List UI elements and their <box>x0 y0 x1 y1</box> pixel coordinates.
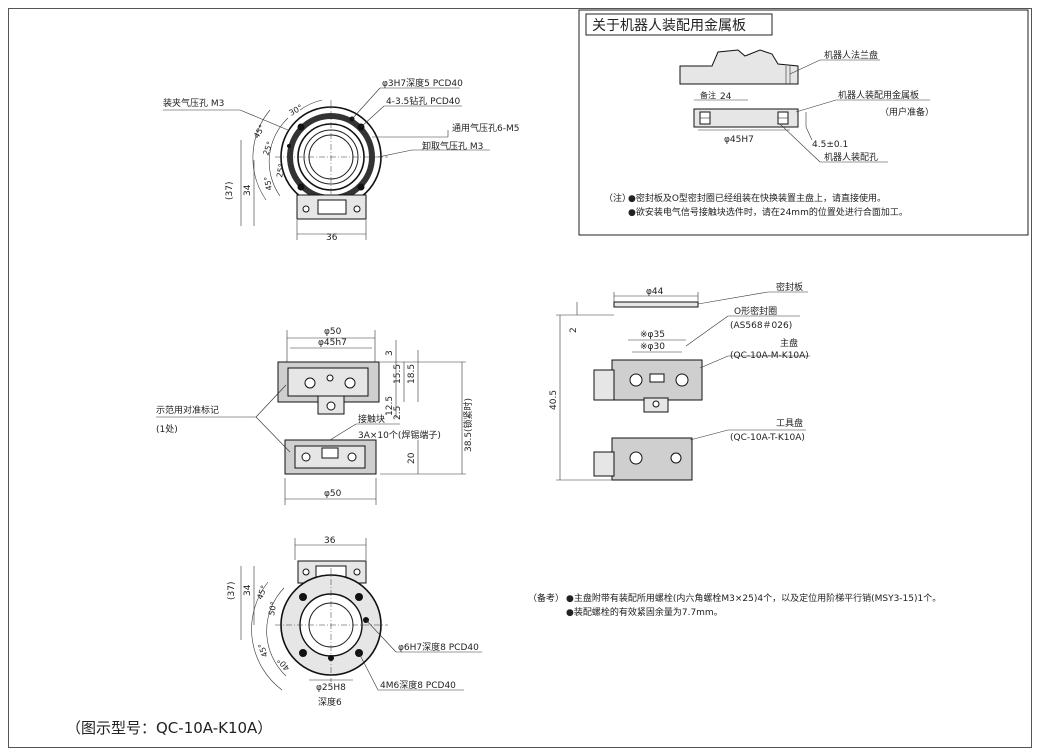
dim-24: 24 <box>720 92 732 102</box>
top-angle-25: 25° <box>261 140 274 156</box>
master-label: 主盘 <box>780 337 798 349</box>
side-dim-15-5: 15.5 <box>393 364 403 384</box>
top-angle-45: 45° <box>252 123 267 140</box>
tool-label: 工具盘 <box>776 417 803 429</box>
bottom-angle-45a: 45° <box>255 584 268 600</box>
seal-plate-shape <box>613 301 699 308</box>
section-dim-35: ※φ35 <box>640 330 665 340</box>
side-dim-2-5: 2.5 <box>393 406 403 420</box>
dim-24-note: 备注 <box>700 90 716 100</box>
side-dim-45h7: φ45h7 <box>318 338 347 348</box>
plate-note-1: ●密封板及O型密封圈已经组装在快换装置主盘上，请直接使用。 <box>628 192 886 204</box>
section-view: φ44 密封板 ※φ35 ※φ30 O形密封圈 (AS568＃026) 主盘 (… <box>549 281 810 481</box>
robot-flange-shape <box>679 49 799 85</box>
bottom-bore: φ25H8 <box>316 683 346 693</box>
common-port-label: 通用气压孔6-M5 <box>452 122 519 134</box>
bottom-tap-label: 4M6深度8 PCD40 <box>380 679 456 691</box>
plate-note-2: ●欲安装电气信号接触块选件时，请在24mm的位置处进行合面加工。 <box>628 206 908 218</box>
top-dim-34: 34 <box>243 184 253 196</box>
oring-label: O形密封圈 <box>734 305 777 317</box>
pin-hole-label: φ3H7深度5 PCD40 <box>382 77 463 89</box>
robot-flange-label: 机器人法兰盘 <box>824 49 878 61</box>
side-dim-50-bottom: φ50 <box>324 489 342 499</box>
top-view: 36 (37) 34 45° 25° 25° 45° 30° 装夹气压孔 M3 … <box>163 77 519 243</box>
robot-hole-label: 机器人装配孔 <box>824 151 878 163</box>
user-prepare-label: （用户准备） <box>880 106 934 118</box>
plate-box-border <box>578 9 1029 236</box>
terminal-label: 3A×10个(焊锡端子) <box>358 429 441 441</box>
side-view: φ50 φ45h7 φ50 3 15.5 12.5 2.5 18.5 20 <box>156 327 474 505</box>
plate-notes-prefix: （注） <box>604 192 631 204</box>
clamp-port-label: 装夹气压孔 M3 <box>163 97 224 109</box>
metal-plate-label: 机器人装配用金属板 <box>838 89 919 101</box>
bottom-angle-40: 40° <box>276 656 292 673</box>
bottom-dim-34: 34 <box>243 584 253 596</box>
dim-45h7: φ45H7 <box>724 135 754 145</box>
alignment-mark-label: 示范用对准标记 <box>156 404 219 416</box>
remarks: （备考） ●主盘附带有装配所用螺栓(内六角螺栓M3×25)4个，以及定位用阶梯平… <box>528 592 941 618</box>
bottom-angle-50: 50° <box>267 601 278 617</box>
oring-standard: (AS568＃026) <box>730 320 792 331</box>
side-dim-38-5: 38.5(锁紧时) <box>462 398 474 452</box>
bottom-view: 36 (37) 34 45° 50° 45° 40° φ25H8 深度6 <box>227 536 482 708</box>
metal-plate-shape <box>693 108 799 128</box>
section-dim-44: φ44 <box>646 287 664 297</box>
section-dim-40-5: 40.5 <box>549 390 559 410</box>
release-port-label: 卸取气压孔 M3 <box>422 140 483 152</box>
side-dim-12-5: 12.5 <box>385 396 395 416</box>
remark-2: ●装配螺栓的有效紧固余量为7.7mm。 <box>566 606 723 618</box>
dim-4-5: 4.5±0.1 <box>812 140 848 150</box>
master-code: (QC-10A-M-K10A) <box>730 351 809 361</box>
remark-1: ●主盘附带有装配所用螺栓(内六角螺栓M3×25)4个，以及定位用阶梯平行销(MS… <box>566 592 941 604</box>
top-angle-25b: 25° <box>275 163 286 179</box>
seal-plate-label: 密封板 <box>776 281 803 293</box>
side-dim-50-top: φ50 <box>324 327 342 337</box>
bottom-bore-depth: 深度6 <box>318 696 342 708</box>
tool-code: (QC-10A-T-K10A) <box>730 433 805 443</box>
section-dim-30: ※φ30 <box>640 342 665 352</box>
contact-block-label: 接触块 <box>358 413 385 425</box>
side-dim-20: 20 <box>407 452 417 464</box>
plate-box-title: 关于机器人装配用金属板 <box>592 18 746 34</box>
bottom-dim-36: 36 <box>324 536 336 546</box>
side-dim-3: 3 <box>385 350 395 356</box>
plate-box-title-frame <box>585 13 773 36</box>
top-dim-36: 36 <box>326 233 338 243</box>
model-caption: （图示型号：QC-10A-K10A） <box>66 719 272 737</box>
drill-hole-label: 4-3.5钻孔 PCD40 <box>386 95 461 107</box>
bottom-pin-hole-label: φ6H7深度8 PCD40 <box>398 641 479 653</box>
robot-plate-box: 关于机器人装配用金属板 机器人法兰盘 机器人装配用金属板 （用户准备） 机器人装… <box>578 9 1029 236</box>
side-dim-18-5: 18.5 <box>407 364 417 384</box>
top-dim-37: (37) <box>225 182 235 200</box>
top-angle-45b: 45° <box>263 176 274 192</box>
remarks-prefix: （备考） <box>528 592 564 604</box>
drawing-frame <box>8 8 1032 748</box>
alignment-mark-qty: (1处) <box>156 423 178 435</box>
bottom-dim-37: (37) <box>227 582 237 600</box>
section-dim-2: 2 <box>569 327 579 333</box>
